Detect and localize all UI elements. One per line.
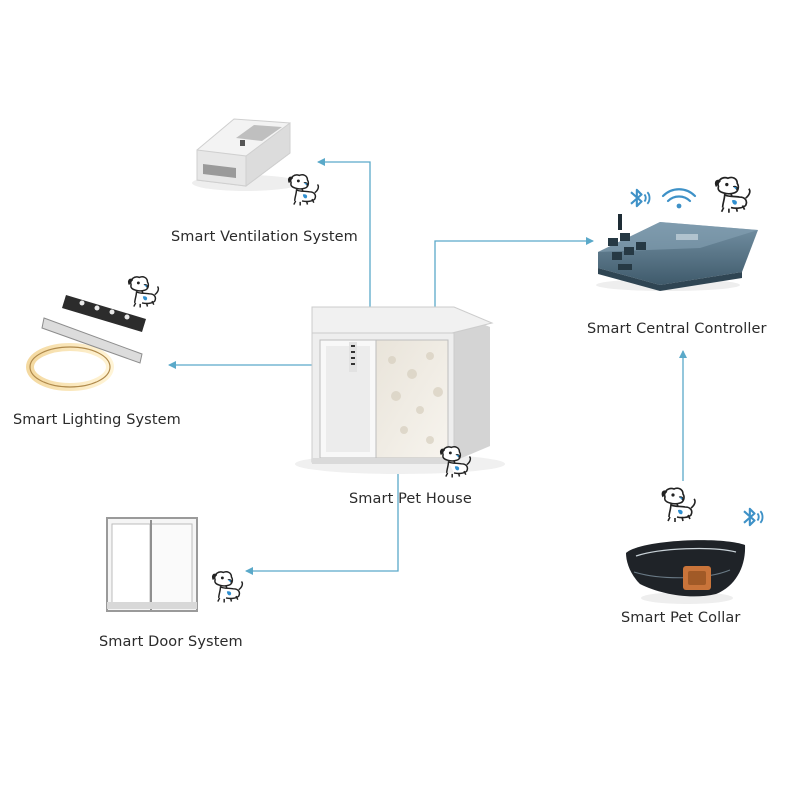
pet-collar-icon: [626, 540, 746, 604]
dog-mascot-icon: [211, 570, 244, 604]
dog-mascot-icon: [714, 176, 751, 214]
edge-house-to-ventilation: [317, 158, 371, 307]
bluetooth-icon: [742, 507, 764, 527]
dog-mascot-icon: [287, 173, 320, 207]
label-smart-central-controller: Smart Central Controller: [587, 321, 767, 337]
label-smart-pet-house: Smart Pet House: [349, 491, 472, 507]
ventilation-unit-icon: [192, 118, 300, 191]
sliding-door-icon: [106, 517, 198, 612]
led-light-bar-icon: [26, 295, 146, 391]
label-smart-door-system: Smart Door System: [99, 634, 243, 650]
bluetooth-icon: [629, 188, 651, 208]
edge-house-to-controller: [434, 237, 594, 307]
dog-mascot-icon: [661, 487, 696, 523]
label-smart-lighting-system: Smart Lighting System: [13, 412, 181, 428]
label-smart-pet-collar: Smart Pet Collar: [621, 610, 741, 626]
label-smart-ventilation-system: Smart Ventilation System: [171, 229, 358, 245]
dog-mascot-icon: [127, 275, 160, 309]
pet-house-icon: [295, 306, 505, 474]
wifi-icon: [661, 188, 697, 209]
controller-board-icon: [596, 214, 758, 291]
